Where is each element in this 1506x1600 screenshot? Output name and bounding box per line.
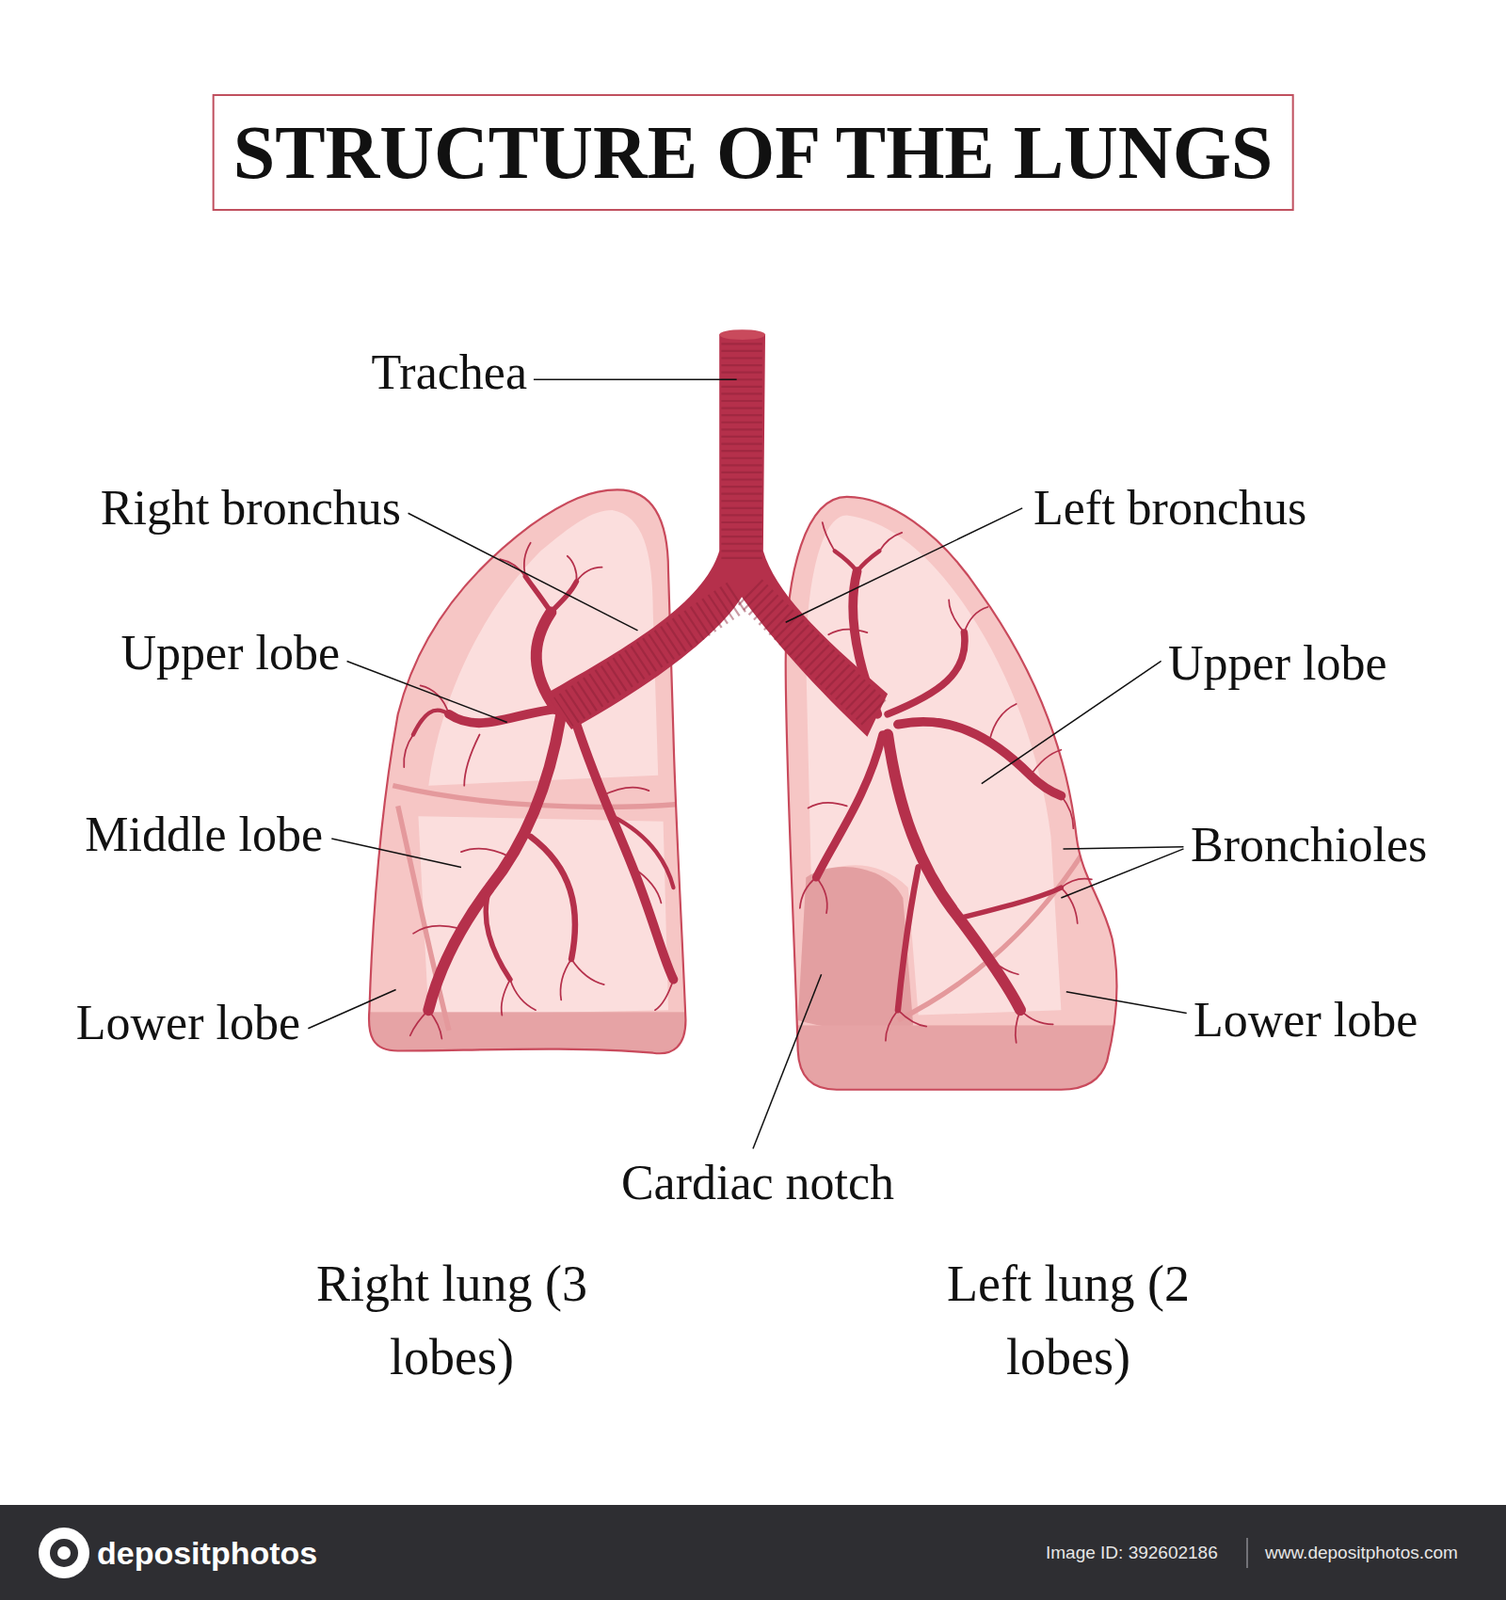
lung-caption: Left lung (2 lobes) bbox=[917, 1247, 1219, 1394]
title-box: STRUCTURE OF THE LUNGS bbox=[212, 94, 1295, 211]
part-label: Trachea bbox=[370, 344, 528, 401]
part-label: Upper lobe bbox=[1168, 635, 1387, 692]
image-id: Image ID: 392602186 bbox=[1045, 1542, 1218, 1565]
part-label: Bronchioles bbox=[1190, 817, 1427, 874]
footer-logo-text: depositphotos bbox=[96, 1534, 318, 1573]
part-label: Right bronchus bbox=[100, 480, 401, 537]
lung-caption: Right lung (3 lobes) bbox=[301, 1247, 603, 1394]
part-label: Left bronchus bbox=[1033, 480, 1307, 537]
part-label: Middle lobe bbox=[84, 806, 323, 864]
site-url: www.depositphotos.com bbox=[1265, 1542, 1458, 1565]
part-label: Lower lobe bbox=[76, 994, 301, 1052]
part-label: Upper lobe bbox=[121, 624, 340, 682]
part-label: Cardiac notch bbox=[621, 1154, 895, 1212]
part-label: Lower lobe bbox=[1193, 992, 1418, 1049]
